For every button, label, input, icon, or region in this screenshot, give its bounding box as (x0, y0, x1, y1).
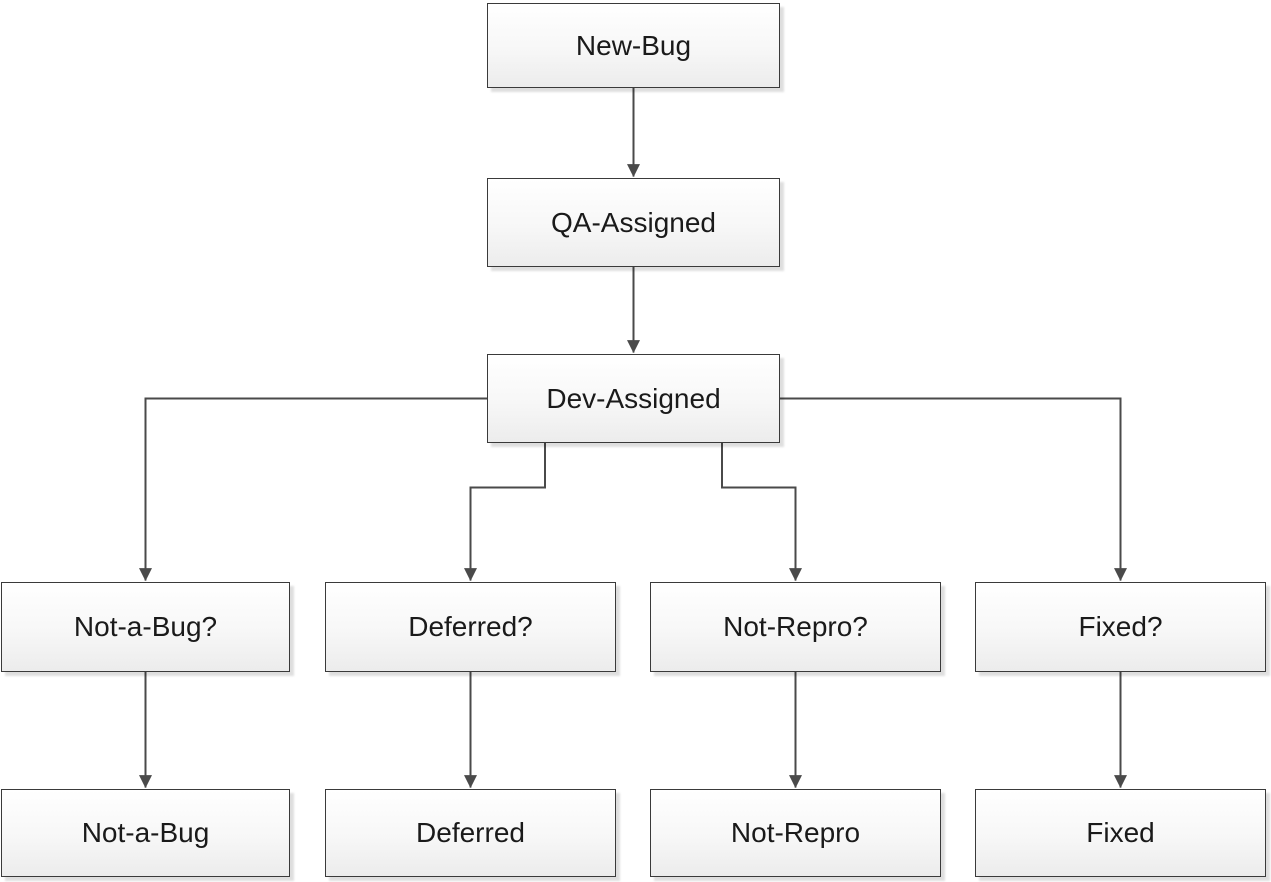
node-label: New-Bug (575, 29, 692, 61)
node-fixed-question: Fixed? (975, 582, 1266, 672)
node-new-bug: New-Bug (487, 3, 780, 88)
node-label: Deferred? (408, 611, 533, 642)
node-label: Not-Repro? (723, 611, 868, 642)
connector-dev-assigned-to-not-a-bug-question (139, 397, 487, 582)
node-label: Not-a-Bug? (73, 611, 218, 642)
connector-dev-assigned-to-fixed-question (780, 397, 1127, 582)
node-qa-assigned: QA-Assigned (487, 178, 780, 267)
node-not-a-bug: Not-a-Bug (1, 789, 290, 877)
node-label: Deferred (416, 817, 525, 848)
node-deferred-question: Deferred? (325, 582, 616, 672)
connector-dev-assigned-to-deferred-question (464, 443, 546, 582)
node-fixed: Fixed (975, 789, 1266, 877)
connector-dev-assigned-to-not-repro-question (721, 443, 802, 582)
node-not-repro-question: Not-Repro? (650, 582, 941, 672)
node-label: Dev-Assigned (546, 382, 721, 414)
node-label: Fixed (1086, 817, 1155, 848)
node-label: Not-Repro (730, 817, 861, 848)
node-label: QA-Assigned (551, 206, 716, 238)
node-label: Fixed? (1078, 611, 1163, 642)
node-not-repro: Not-Repro (650, 789, 941, 877)
node-label: Not-a-Bug (81, 817, 210, 848)
node-not-a-bug-question: Not-a-Bug? (1, 582, 290, 672)
node-deferred: Deferred (325, 789, 616, 877)
node-dev-assigned: Dev-Assigned (487, 354, 780, 443)
